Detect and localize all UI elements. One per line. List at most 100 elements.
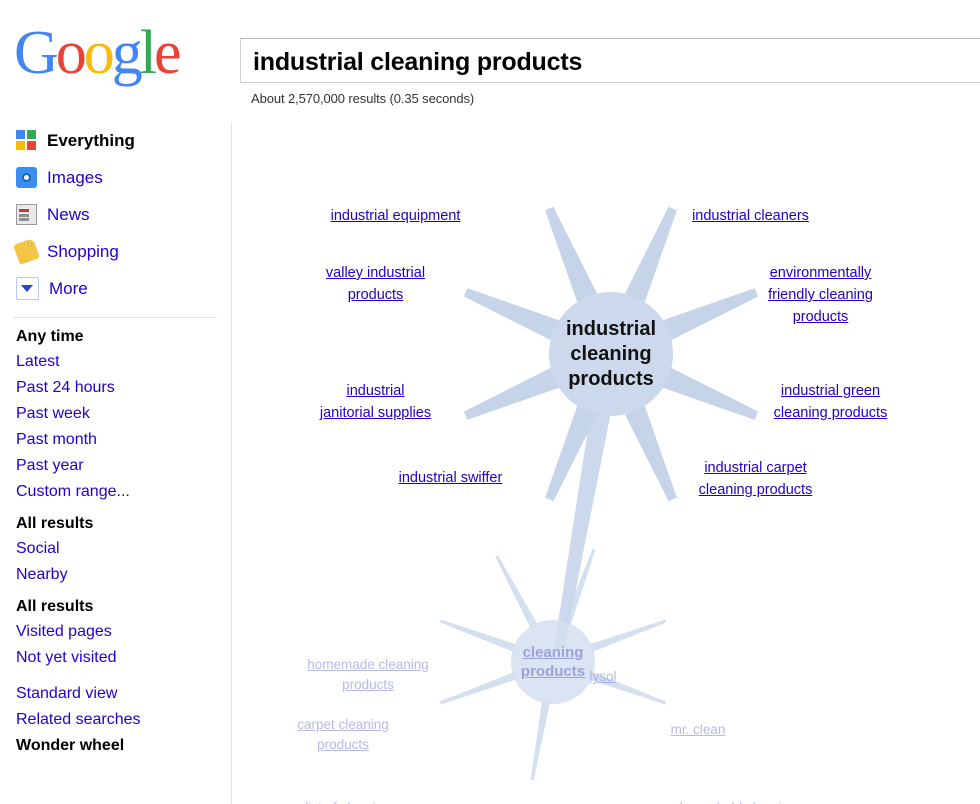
filter-item-past-month[interactable]: Past month [16,431,97,448]
logo-letter: o [55,19,87,87]
spoke [530,700,550,781]
filter-group-heading: All results [16,515,94,532]
wheel-label-line: environmentally [769,265,872,281]
sidebar-item-label: News [47,204,90,224]
spoke [660,288,759,342]
filter-item-nearby[interactable]: Nearby [16,566,68,583]
logo-letter: o [83,19,115,87]
camera-icon [16,167,37,188]
wheel-label-line: products [347,287,404,303]
sidebar-item-label: More [49,278,88,298]
sidebar-item-label: Everything [47,130,135,150]
filter-item-latest[interactable]: Latest [16,353,60,370]
sidebar-divider [14,317,217,318]
price-tag-icon [13,238,40,265]
page-header: Google industrial cleaning products Abou… [0,0,980,120]
spoke [545,206,599,305]
wheel-spoke-label-industrial-swiffer[interactable]: industrial swiffer [343,467,558,489]
wheel-label-line: industrial carpet [704,460,807,476]
filter-group-heading: All results [16,598,94,615]
wheel-spoke-label-homemade-cleaning-products[interactable]: homemade cleaning products [263,655,473,695]
wheel-label-line: household cleaning [623,798,853,804]
filter-item-social[interactable]: Social [16,540,60,557]
spoke [463,366,562,420]
search-input[interactable]: industrial cleaning products [240,38,980,83]
logo-letter: e [154,19,181,87]
wheel-label-line: industrial green [780,383,881,399]
wheel-label-line: homemade cleaning [307,657,429,672]
filter-item-past-week[interactable]: Past week [16,405,90,422]
wheel-spoke-label-industrial-cleaners[interactable]: industrial cleaners [643,205,858,227]
chevron-down-icon [16,277,39,300]
wheel-spoke-label-mr-clean[interactable]: mr. clean [618,720,778,740]
sidebar-item-label: Shopping [47,241,119,261]
wheel-spoke-label-environmentally-friendly-cleaning-products[interactable]: environmentally friendly cleaning products [713,262,928,328]
filter-item-custom-range-[interactable]: Custom range... [16,483,130,500]
wheel-label-line: industrial swiffer [398,470,503,486]
filter-item-past-24-hours[interactable]: Past 24 hours [16,379,115,396]
wheel-label-line: industrial cleaners [692,208,809,224]
filter-item-standard-view[interactable]: Standard view [16,685,118,702]
spoke [589,671,667,705]
spoke [660,366,759,420]
primary-node-circle[interactable] [549,292,673,416]
wheel-label-line: carpet cleaning [297,717,389,732]
filter-item-related-searches[interactable]: Related searches [16,711,141,728]
wheel-center-line: cleaning [570,342,652,365]
spoke [463,288,562,342]
wheel-spoke-label-industrial-carpet-cleaning-products[interactable]: industrial carpet cleaning products [648,457,863,501]
filter-item-not-yet-visited[interactable]: Not yet visited [16,649,117,666]
spoke [623,403,677,502]
logo-letter: g [111,19,143,87]
sidebar-item-shopping[interactable]: Shopping [0,233,231,270]
filter-group-heading: Any time [16,328,84,345]
wonder-wheel-canvas[interactable]: industrial equipment industrial cleaners v… [233,122,980,804]
wheel-spoke-label-lysol[interactable]: lysol [543,667,663,687]
wheel-label-line: friendly cleaning [768,287,873,303]
wheel-label-line: valley industrial [325,265,426,281]
spoke [553,409,611,651]
sidebar-item-news[interactable]: News [0,196,231,233]
wheel-label-line: products [342,677,394,692]
newspaper-icon [16,204,37,225]
filter-item-past-year[interactable]: Past year [16,457,84,474]
wheel-label-line: list of cleaning [248,798,448,804]
logo-letter: G [14,19,59,87]
wheel-label-line: mr. clean [670,722,726,737]
spoke [545,403,599,502]
filter-item-visited-pages[interactable]: Visited pages [16,623,112,640]
wheel-spoke-label-industrial-equipment[interactable]: industrial equipment [288,205,503,227]
wheel-label-line: products [792,309,849,325]
wheel-label-line: cleaning products [773,405,888,421]
primary-spokes [463,206,759,502]
google-logo[interactable]: Google [14,19,181,87]
sidebar-item-more[interactable]: More [0,270,231,307]
filter-item-wonder-wheel: Wonder wheel [16,737,125,754]
wheel-graphics [439,206,759,781]
result-stats: About 2,570,000 results (0.35 seconds) [251,91,475,106]
spoke [589,619,667,653]
sidebar-item-everything[interactable]: Everything [0,122,231,159]
wheel-connector [553,409,611,651]
sidebar-item-images[interactable]: Images [0,159,231,196]
wheel-center-line: cleaning [522,644,584,661]
wheel-spoke-label-valley-industrial-products[interactable]: valley industrial products [268,262,483,306]
wheel-label-line: lysol [589,669,617,684]
secondary-node-circle[interactable] [511,620,595,704]
spoke [495,555,538,629]
spoke [623,206,677,305]
wheel-spoke-label-industrial-green-cleaning-products[interactable]: industrial green cleaning products [723,380,938,424]
wheel-center-line: industrial [565,317,656,340]
wheel-label-line: cleaning products [698,482,813,498]
